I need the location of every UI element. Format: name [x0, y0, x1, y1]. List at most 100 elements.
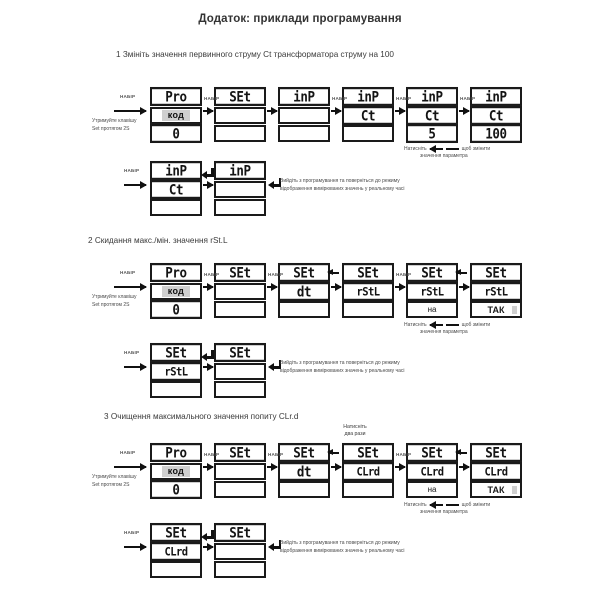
display-cell-value: inP — [278, 86, 330, 107]
flow-arrow — [327, 449, 339, 455]
display-cell-value: SEt — [342, 262, 394, 283]
corner-marker — [512, 486, 517, 494]
flow-arrow — [459, 463, 470, 471]
flow-arrow — [327, 269, 339, 275]
press-label: Натисніть — [404, 322, 427, 328]
display-cell-value: inP — [470, 86, 522, 107]
display-cell-empty — [214, 282, 266, 300]
display-stack: inP — [214, 160, 266, 218]
display-cell-value: SEt — [406, 262, 458, 283]
display-cell-empty — [342, 125, 394, 142]
display-cell-empty — [214, 481, 266, 498]
display-cell-empty — [150, 199, 202, 216]
display-cell-code: код — [150, 462, 202, 480]
section-1-heading: 1 Змініть значення первинного струму Ct … — [116, 50, 394, 59]
code-chip: код — [161, 465, 191, 477]
display-cell-value: SEt — [278, 442, 330, 463]
display-cell-empty — [214, 542, 266, 560]
display-cell-value: inP — [342, 86, 394, 107]
section-3-heading: 3 Очищення максимального значення попиту… — [104, 412, 299, 421]
set-label: НАБІР — [460, 96, 476, 101]
exit-note: Вийдіть з програмування та поверніться д… — [280, 178, 405, 192]
change-hint-text2: значення параметра — [420, 153, 468, 159]
display-cell-empty — [278, 106, 330, 124]
set-label: НАБІР — [204, 272, 220, 277]
entry-arrow — [114, 107, 147, 115]
display-cell-empty — [214, 462, 266, 480]
display-cell-value: rStL — [150, 361, 202, 381]
display-cell-value: 100 — [470, 123, 522, 144]
right-arrow-icon — [445, 504, 459, 506]
exit-note: Вийдіть з програмування та поверніться д… — [280, 540, 405, 554]
display-stack: inP — [278, 86, 330, 144]
display-cell-empty — [214, 362, 266, 380]
display-cell-empty — [214, 381, 266, 398]
flow-arrow — [331, 283, 342, 291]
display-cell-value: rStL — [342, 281, 394, 301]
display-cell-value: SEt — [470, 262, 522, 283]
display-cell-value: inP — [214, 160, 266, 181]
right-arrow-icon — [445, 148, 459, 150]
display-cell-empty — [278, 301, 330, 318]
return-arrow — [268, 540, 281, 551]
display-cell-value: Ct — [150, 179, 202, 199]
flow-arrow — [203, 463, 214, 471]
display-cell-text: ТАК — [470, 481, 522, 498]
display-cell-value: SEt — [342, 442, 394, 463]
display-cell-empty — [214, 106, 266, 124]
display-stack: SEt — [214, 262, 266, 320]
flow-arrow — [203, 283, 214, 291]
page-title: Додаток: приклади програмування — [198, 13, 402, 25]
display-cell-empty — [214, 180, 266, 198]
flow-arrow — [395, 107, 406, 115]
set-label: НАБІР — [124, 168, 140, 173]
display-cell-value: Pro — [150, 262, 202, 283]
display-cell-value: inP — [150, 160, 202, 181]
set-label: НАБІР — [396, 96, 412, 101]
display-cell-value: inP — [406, 86, 458, 107]
display-cell-value: 5 — [406, 123, 458, 144]
set-label: НАБІР — [268, 272, 284, 277]
flow-arrow — [459, 283, 470, 291]
return-arrow — [200, 530, 214, 541]
display-cell-value: CLrd — [406, 461, 458, 481]
display-cell-value: rStL — [470, 281, 522, 301]
flow-arrow — [203, 107, 214, 115]
display-cell-empty — [150, 381, 202, 398]
display-cell-empty — [214, 301, 266, 318]
display-cell-value: Ct — [470, 105, 522, 125]
set-label: НАБІР — [332, 96, 348, 101]
set-label: НАБІР — [120, 94, 136, 99]
flow-arrow — [267, 463, 278, 471]
entry-arrow — [124, 363, 147, 371]
left-arrow-icon — [428, 321, 443, 329]
display-cell-empty — [342, 481, 394, 498]
display-cell-value: 0 — [150, 123, 202, 144]
flow-arrow — [203, 543, 214, 551]
display-cell-code: код — [150, 106, 202, 124]
flow-arrow — [455, 449, 467, 455]
display-cell-empty — [150, 561, 202, 578]
exit-note: Вийдіть з програмування та поверніться д… — [280, 360, 405, 374]
set-label: НАБІР — [120, 450, 136, 455]
display-cell-text: ТАК — [470, 301, 522, 318]
code-chip: код — [161, 109, 191, 121]
display-cell-value: SEt — [214, 342, 266, 363]
set-label: НАБІР — [124, 350, 140, 355]
flow-arrow — [331, 107, 342, 115]
display-stack: SEt — [214, 342, 266, 400]
display-cell-empty — [278, 125, 330, 142]
set-label: НАБІР — [120, 270, 136, 275]
